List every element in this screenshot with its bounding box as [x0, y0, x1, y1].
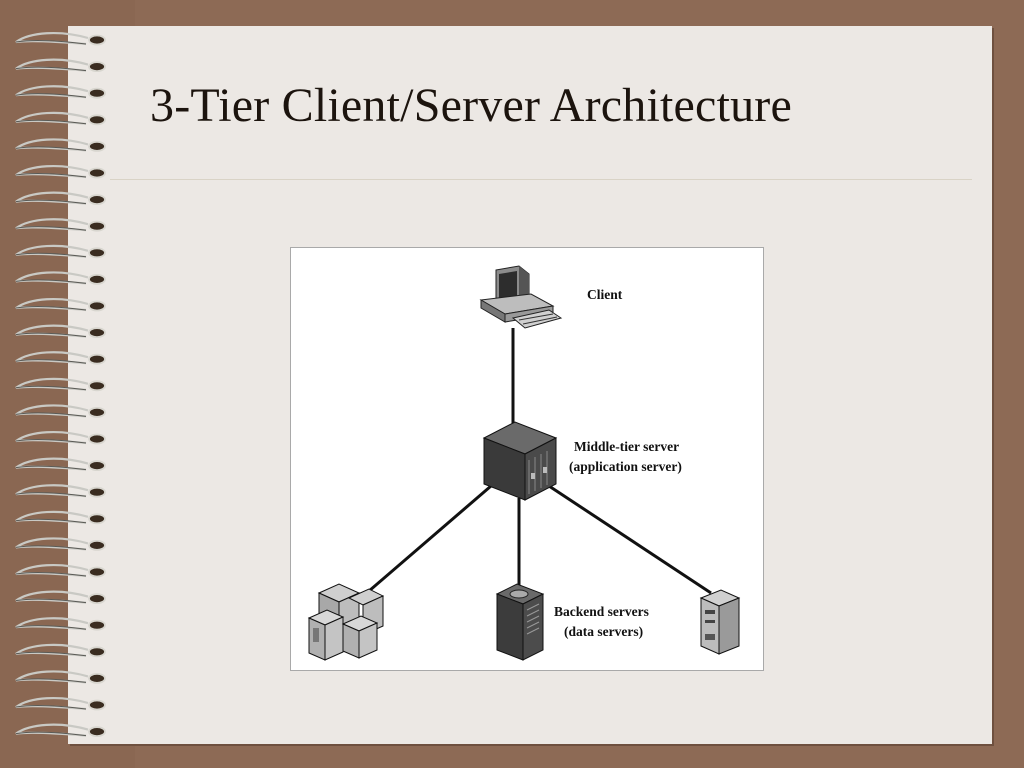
architecture-diagram: Client Middle-tier server (application s…	[290, 247, 764, 671]
spiral-ring	[15, 537, 106, 551]
middle-backend-right-link	[548, 484, 712, 595]
spiral-ring	[15, 404, 106, 418]
spiral-ring	[15, 670, 106, 684]
spiral-ring	[15, 457, 106, 472]
spiral-ring	[15, 111, 106, 126]
client-workstation-icon	[479, 265, 563, 329]
middle-tier-server-icon	[482, 421, 558, 501]
spiral-ring	[15, 377, 106, 392]
spiral-ring	[15, 297, 106, 312]
spiral-ring	[15, 164, 106, 179]
diagram-canvas	[307, 265, 741, 661]
spiral-ring	[15, 271, 106, 285]
spiral-ring	[15, 31, 106, 46]
spiral-ring	[15, 244, 106, 259]
spiral-ring	[15, 617, 106, 631]
middle-backend-left-link	[368, 484, 492, 593]
spiral-ring	[15, 563, 106, 578]
backend-label: Backend servers	[554, 604, 649, 619]
spiral-ring	[15, 430, 106, 445]
backend-server-tower-icon	[495, 583, 545, 661]
spiral-ring	[15, 643, 106, 658]
spiral-ring	[15, 351, 106, 365]
backend-sublabel: (data servers)	[564, 624, 644, 639]
middle-tier-label: Middle-tier server	[574, 439, 680, 454]
spiral-ring	[15, 590, 106, 604]
middle-tier-sublabel: (application server)	[569, 459, 682, 474]
spiral-ring	[15, 723, 106, 737]
spiral-ring	[15, 218, 106, 232]
spiral-ring	[15, 510, 106, 525]
spiral-ring	[15, 324, 106, 339]
spiral-binding	[15, 31, 106, 737]
spiral-ring	[15, 58, 106, 72]
spiral-ring	[15, 85, 106, 99]
title-divider	[110, 179, 972, 180]
backend-server-small-icon	[699, 589, 741, 655]
spiral-ring	[15, 484, 106, 498]
slide-title: 3-Tier Client/Server Architecture	[150, 79, 792, 132]
spiral-ring	[15, 191, 106, 206]
spiral-ring	[15, 696, 106, 711]
backend-server-cluster-icon	[307, 583, 385, 661]
spiral-ring	[15, 138, 106, 152]
client-label: Client	[587, 287, 623, 302]
